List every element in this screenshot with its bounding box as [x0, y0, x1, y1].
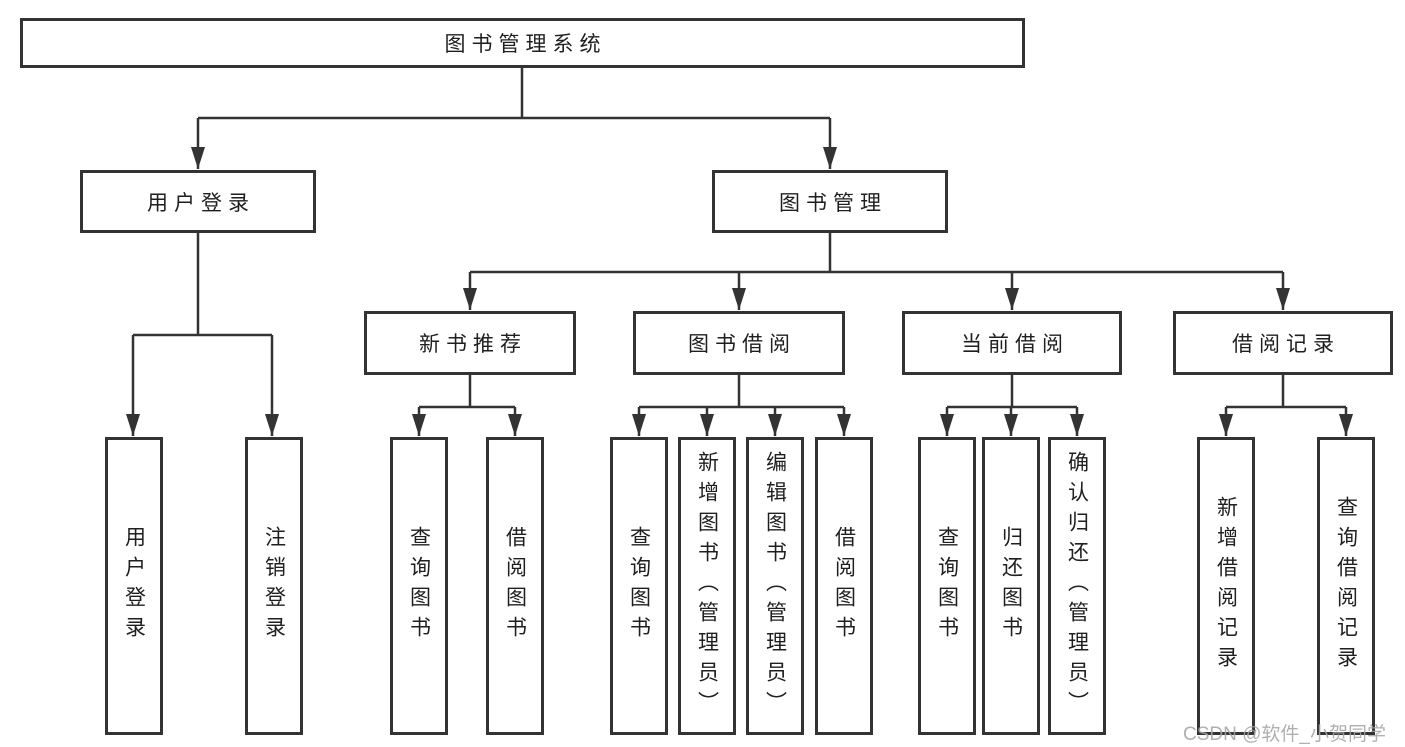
leaf-confirm-return-admin: 确认归还（管理员）: [1048, 437, 1106, 735]
node-current-borrowing: 当前借阅: [902, 311, 1122, 375]
node-user-login: 用户登录: [80, 170, 316, 233]
node-borrowing-records: 借阅记录: [1173, 311, 1393, 375]
leaf-edit-books-admin: 编辑图书（管理员）: [746, 437, 804, 735]
node-new-book-recommendation: 新书推荐: [364, 311, 576, 375]
node-library-management-system: 图书管理系统: [20, 18, 1025, 68]
leaf-borrow-books-recommend: 借阅图书: [486, 437, 544, 735]
leaf-query-books-recommend: 查询图书: [390, 437, 448, 735]
leaf-logout: 注销登录: [245, 437, 303, 735]
leaf-return-books: 归还图书: [982, 437, 1040, 735]
watermark-text: CSDN @软件_小贺同学: [1183, 724, 1386, 745]
leaf-user-login: 用户登录: [105, 437, 163, 735]
leaf-query-books-current: 查询图书: [918, 437, 976, 735]
leaf-add-books-admin: 新增图书（管理员）: [678, 437, 736, 735]
leaf-query-books-borrowing: 查询图书: [610, 437, 668, 735]
node-book-borrowing: 图书借阅: [633, 311, 845, 375]
leaf-query-borrow-record: 查询借阅记录: [1317, 437, 1375, 735]
node-book-management: 图书管理: [712, 170, 948, 233]
leaf-add-borrow-record: 新增借阅记录: [1197, 437, 1255, 735]
leaf-borrow-books-borrowing: 借阅图书: [815, 437, 873, 735]
